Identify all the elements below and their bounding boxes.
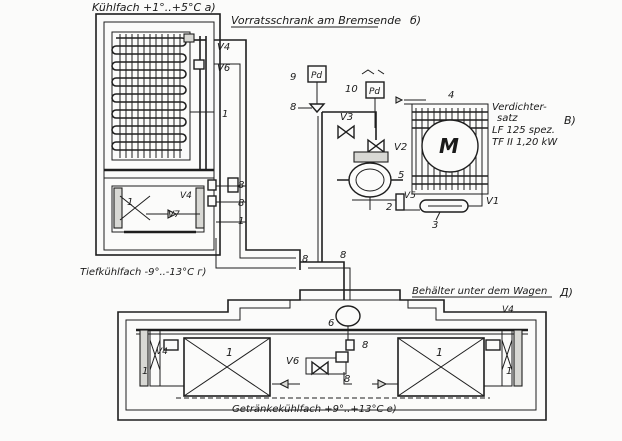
label-8-left-b: 8 — [238, 198, 244, 209]
label-v1: V1 — [486, 196, 499, 207]
label-1-top: 1 — [222, 109, 228, 120]
condenser-unit: M — [395, 96, 489, 195]
compressor-unit-title: Verdichter- — [492, 102, 547, 113]
label-v7: V7 — [168, 210, 180, 220]
pressure-switch-9: Pd — [307, 65, 327, 114]
compressor-unit-title-2: satz — [497, 113, 518, 124]
compressor-unit-spec: LF 125 spez. — [492, 125, 555, 136]
motor-label: M — [439, 134, 459, 158]
container-label: Behälter unter dem Wagen — [412, 286, 547, 297]
pressure-switch-10-label: Pd — [369, 87, 380, 97]
label-v2: V2 — [394, 142, 407, 153]
label-1-bottom-left: 1 — [142, 366, 148, 377]
label-1-bottom-right: 1 — [506, 366, 512, 377]
freezer-compartment-label: Tiefkühlfach -9°..-13°C г) — [80, 267, 206, 278]
pressure-switch-9-label: Pd — [311, 71, 322, 81]
label-v6-bottom: V6 — [286, 356, 299, 367]
upper-evaporator-coil — [111, 31, 191, 161]
label-3: 3 — [432, 220, 438, 231]
pressure-switch-10: Pd — [361, 69, 385, 128]
label-8-bottom-b: 8 — [344, 374, 350, 385]
fan-motor — [421, 119, 479, 173]
receiver-3 — [419, 190, 483, 213]
storage-cabinet-letter: б) — [410, 14, 421, 27]
beverage-container — [117, 289, 547, 421]
label-1-freezer: 1 — [127, 197, 133, 208]
cooling-cabinet — [95, 13, 246, 256]
container-letter: Д) — [559, 286, 573, 299]
valve-v3 — [337, 124, 355, 140]
label-8-center: 8 — [290, 102, 296, 113]
cooling-compartment-label: Kühlfach +1°..+5°C a) — [92, 1, 216, 14]
valve-v2 — [367, 138, 385, 154]
label-v4-bottom-left: V4 — [156, 347, 168, 357]
label-v4-top: V4 — [217, 42, 230, 53]
label-6-pump: 6 — [328, 318, 334, 329]
label-5: 5 — [398, 170, 404, 181]
label-v3: V3 — [340, 112, 353, 123]
label-10: 10 — [345, 84, 358, 95]
label-v5: V5 — [404, 191, 416, 201]
label-8-bottom-a: 8 — [362, 340, 368, 351]
crate-left-label: 1 — [226, 346, 233, 359]
dryer-2 — [395, 193, 405, 211]
label-8-junction-a: 8 — [302, 254, 308, 265]
compressor — [337, 151, 403, 198]
label-8-left-a: 8 — [238, 180, 244, 191]
label-v4-freezer: V4 — [180, 191, 192, 201]
label-2: 2 — [386, 202, 392, 213]
label-9: 9 — [290, 72, 296, 83]
beverage-compartment-label: Getränkekühlfach +9°..+13°C e) — [232, 404, 397, 415]
label-v4-bottom-right: V4 — [502, 305, 514, 315]
crate-right-label: 1 — [436, 346, 443, 359]
label-v6-top: V6 — [217, 63, 230, 74]
storage-cabinet-label: Vorratsschrank am Bremsende — [231, 14, 401, 27]
label-8-junction-b: 8 — [340, 250, 346, 261]
connecting-pipes — [214, 39, 420, 300]
label-4: 4 — [448, 90, 454, 101]
compressor-unit-power: TF II 1,20 kW — [492, 137, 558, 148]
label-1-left: 1 — [238, 216, 244, 227]
compressor-unit-letter: B) — [564, 114, 576, 127]
